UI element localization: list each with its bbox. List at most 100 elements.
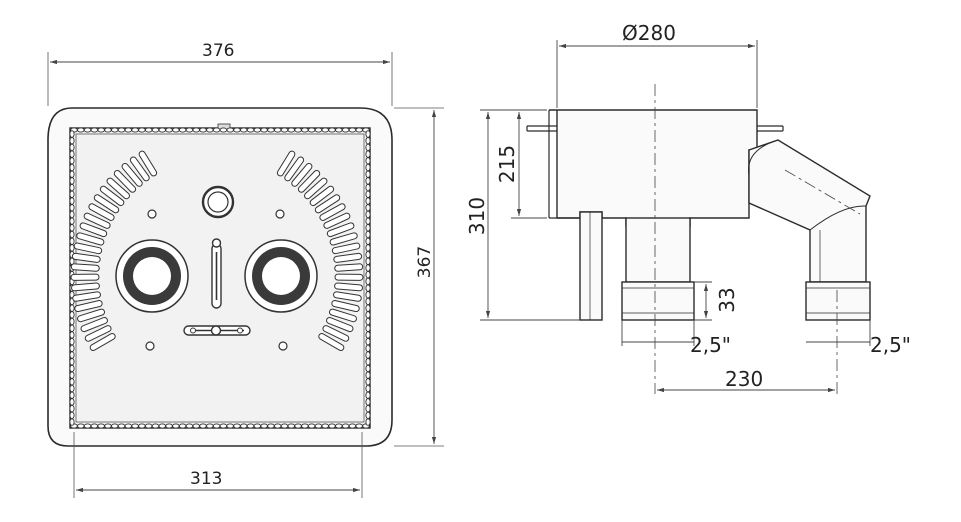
bead [69,237,75,245]
slot [70,282,100,292]
slot [329,232,358,246]
bead [365,150,371,158]
bead [365,337,371,346]
bead [365,317,371,326]
bead [69,163,75,172]
bead [260,423,268,429]
bead [69,351,75,359]
bead [365,357,371,366]
skimmer-body [549,109,758,227]
slot [76,232,105,246]
bead [219,423,228,429]
bead [365,136,371,145]
bead [365,311,371,319]
bead [365,183,371,192]
slot [74,300,103,313]
slot [93,194,120,214]
bead [365,224,371,232]
bead [206,423,214,429]
bead [110,423,119,429]
slot [77,308,106,323]
slot [129,156,150,182]
slot [319,203,346,221]
bead [287,423,296,429]
slot [106,177,130,200]
bead [104,127,112,133]
bead [212,423,221,429]
slot [276,150,296,177]
slot [326,222,355,238]
bead [365,404,371,413]
dim-thread-left-label: 2,5" [690,333,731,357]
bead [365,277,371,286]
bead [321,423,330,429]
bead [365,418,371,426]
bead [246,423,255,429]
slot [138,150,158,177]
dim-thread-right-label: 2,5" [870,333,911,357]
bead [69,331,75,339]
bead [151,423,160,429]
bead [69,398,75,406]
bottom-control [183,325,251,336]
slot [331,300,360,313]
slot [70,273,100,281]
bead [348,423,357,429]
slot [83,212,111,229]
bead [199,423,207,429]
bead [178,127,187,133]
bead [301,127,309,133]
bead [165,423,173,429]
bead [240,127,248,133]
bead [365,237,371,245]
bead [97,127,105,133]
right-jet [244,239,318,313]
bead [365,230,371,239]
bead [365,290,371,299]
slot [297,170,321,193]
bead [192,423,200,429]
bead [90,423,99,429]
side-dimensions [480,40,871,393]
bead [365,378,371,386]
bead [365,143,371,152]
bead [69,337,75,346]
bead [341,423,350,429]
slot [309,185,335,207]
bead [206,127,214,133]
bead [226,127,234,133]
bead [233,127,241,133]
bead [219,127,228,133]
bead [260,127,268,133]
dim-height-right: 367 [394,107,444,447]
bead [104,423,112,429]
bead [69,311,75,319]
slot [323,212,351,229]
bead [69,364,75,373]
bead [280,423,289,429]
slot [89,333,116,351]
bead-border-top [70,127,370,133]
bead [185,127,194,133]
slot [80,317,108,333]
dim-width-top-label: 376 [202,41,234,61]
bead [144,127,153,133]
bead [365,331,371,339]
slot [99,185,125,207]
bead [97,423,105,429]
bead [185,423,194,429]
bead [307,127,316,133]
center-control [211,238,222,309]
slot [331,242,361,255]
bead [267,127,275,133]
bead [355,423,363,429]
bead [69,357,75,366]
bead [365,130,371,138]
bead [77,423,85,429]
bead [314,423,323,429]
bead [69,378,75,386]
bead [365,297,371,306]
slot [121,162,143,187]
bead [365,197,371,205]
